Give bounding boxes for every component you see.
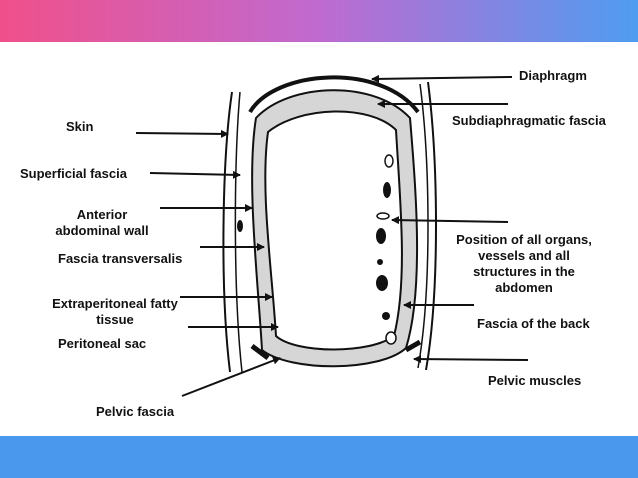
label-fascia-transversalis: Fascia transversalis bbox=[58, 251, 183, 266]
arrow-skin bbox=[135, 129, 229, 138]
top-gradient-band bbox=[0, 0, 638, 42]
anterior-fascia-line bbox=[234, 91, 243, 373]
label-subdiaphragmatic-fascia: Subdiaphragmatic fascia bbox=[452, 113, 606, 128]
label-pelvic-fascia: Pelvic fascia bbox=[96, 404, 175, 419]
arrow-organs bbox=[391, 216, 509, 225]
label-fascia-of-the-back: Fascia of the back bbox=[477, 316, 590, 331]
organ-outline-3 bbox=[385, 331, 397, 345]
label-extraperitoneal-line2: tissue bbox=[96, 312, 134, 327]
arrow-diaphragm bbox=[371, 74, 513, 83]
organ-outline-2 bbox=[376, 212, 390, 220]
label-extraperitoneal-line1: Extraperitoneal fatty bbox=[52, 296, 178, 311]
diaphragm-dome bbox=[248, 75, 420, 114]
label-organs-line4: abdomen bbox=[495, 280, 553, 295]
organ-solid-4 bbox=[376, 275, 388, 291]
posterior-back-line-inner bbox=[417, 83, 429, 369]
label-organs-line3: structures in the bbox=[473, 264, 575, 279]
organ-solid-5 bbox=[382, 312, 390, 320]
wall-dark-mark bbox=[237, 220, 243, 232]
organ-solid-1 bbox=[383, 182, 391, 198]
organ-outline-1 bbox=[384, 154, 394, 168]
label-skin: Skin bbox=[66, 119, 94, 134]
label-pelvic-muscles: Pelvic muscles bbox=[488, 373, 582, 388]
arrow-superficial-fascia bbox=[149, 170, 241, 179]
anterior-skin-line bbox=[222, 91, 233, 373]
label-organs-line1: Position of all organs, bbox=[456, 232, 592, 247]
organ-solid-2 bbox=[376, 228, 386, 244]
pelvic-muscle-mark bbox=[404, 339, 422, 353]
bottom-blue-band bbox=[0, 436, 638, 478]
label-extraperitoneal-fatty-tissue: Extraperitoneal fatty tissue bbox=[42, 296, 188, 328]
label-peritoneal-sac: Peritoneal sac bbox=[58, 336, 147, 351]
label-superficial-fascia: Superficial fascia bbox=[20, 166, 127, 181]
organ-solid-3 bbox=[377, 259, 383, 265]
label-anterior-line1: Anterior bbox=[76, 207, 128, 222]
label-anterior-line2: abdominal wall bbox=[55, 223, 149, 238]
label-anterior-abdominal-wall: Anterior abdominal wall bbox=[44, 207, 160, 239]
arrow-pelvic-muscles bbox=[413, 355, 529, 364]
arrow-pelvic-fascia bbox=[181, 356, 281, 397]
label-position-of-organs: Position of all organs, vessels and all … bbox=[440, 232, 608, 296]
posterior-back-line-outer bbox=[425, 81, 437, 371]
label-diaphragm: Diaphragm bbox=[519, 68, 587, 83]
pelvic-fascia-mark bbox=[250, 344, 270, 360]
label-organs-line2: vessels and all bbox=[478, 248, 570, 263]
